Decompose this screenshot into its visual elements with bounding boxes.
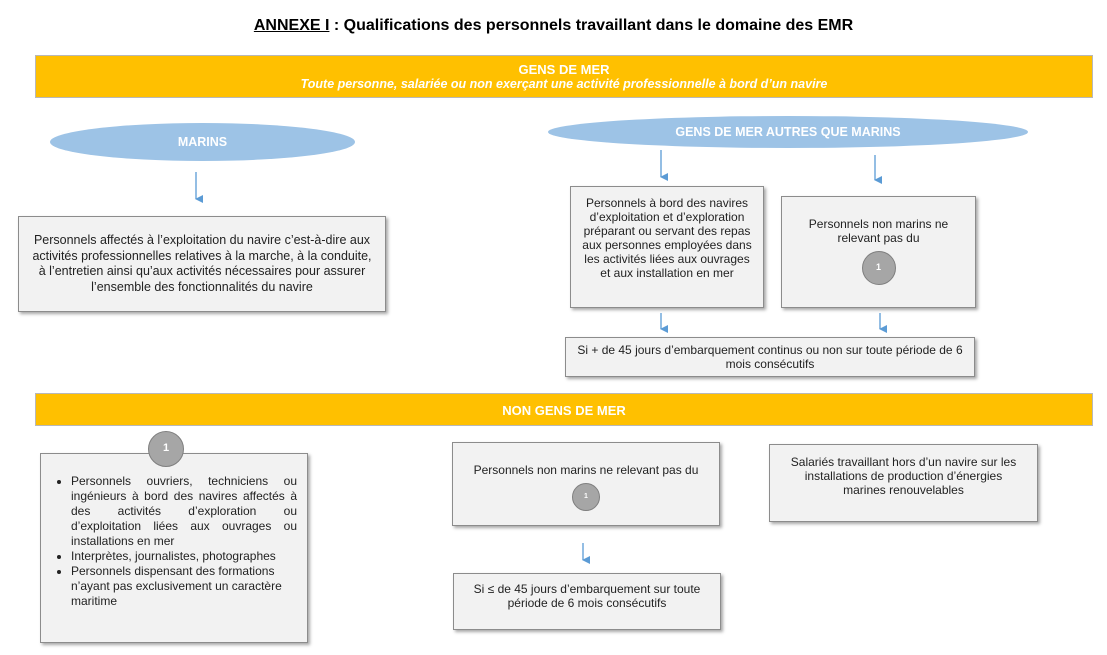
condition-moins-45-box: Si ≤ de 45 jours d’embarquement sur tout… [453,573,721,630]
list-item: Personnels dispensant des formations n’a… [71,564,297,609]
gens-de-mer-heading: GENS DE MER [518,62,610,77]
condition-moins-45-text: Si ≤ de 45 jours d’embarquement sur tout… [473,582,701,610]
title-annex-label: ANNEXE I [253,17,330,34]
non-gens-de-mer-heading: NON GENS DE MER [502,403,626,418]
autres-que-marins-label: GENS DE MER AUTRES QUE MARINS [675,125,901,139]
marins-box-text: Personnels affectés à l’exploitation du … [32,233,372,294]
non-gens-de-mer-list: Personnels ouvriers, techniciens ou ingé… [49,474,297,609]
list-item: Interprètes, journalistes, photographes [71,549,297,564]
page-title: ANNEXE I : Qualifications des personnels… [0,17,1107,35]
non-marins-box: Personnels non marins ne relevant pas du… [781,196,976,308]
condition-plus-45-box: Si + de 45 jours d’embarquement continus… [565,337,975,377]
non-marins-box-text: Personnels non marins ne relevant pas du [808,217,949,245]
non-marins-middle-box: Personnels non marins ne relevant pas du… [452,442,720,526]
repas-personnel-text: Personnels à bord des navires d’exploita… [582,196,752,280]
list-item: Personnels ouvriers, techniciens ou ingé… [71,474,297,549]
condition-plus-45-text: Si + de 45 jours d’embarquement continus… [577,343,963,371]
repas-personnel-box: Personnels à bord des navires d’exploita… [570,186,764,308]
gens-de-mer-subtitle: Toute personne, salariée ou non exerçant… [300,77,828,91]
ref-circle-2: 1 [148,431,184,467]
title-text: : Qualifications des personnels travaill… [329,17,854,34]
ref-circle-1: 1 [861,251,896,285]
marins-ellipse: MARINS [50,123,355,161]
salaries-hors-navire-text: Salariés travaillant hors d’un navire su… [790,455,1017,497]
gens-de-mer-banner: GENS DE MER Toute personne, salariée ou … [35,55,1093,98]
ref-circle-3: 1 [572,483,600,511]
salaries-hors-navire-box: Salariés travaillant hors d’un navire su… [769,444,1038,522]
non-gens-de-mer-list-box: Personnels ouvriers, techniciens ou ingé… [40,453,308,643]
autres-que-marins-ellipse: GENS DE MER AUTRES QUE MARINS [548,116,1028,148]
non-gens-de-mer-banner: NON GENS DE MER [35,393,1093,426]
non-marins-middle-text: Personnels non marins ne relevant pas du [473,463,699,477]
marins-label: MARINS [177,135,228,149]
marins-box: Personnels affectés à l’exploitation du … [18,216,386,312]
